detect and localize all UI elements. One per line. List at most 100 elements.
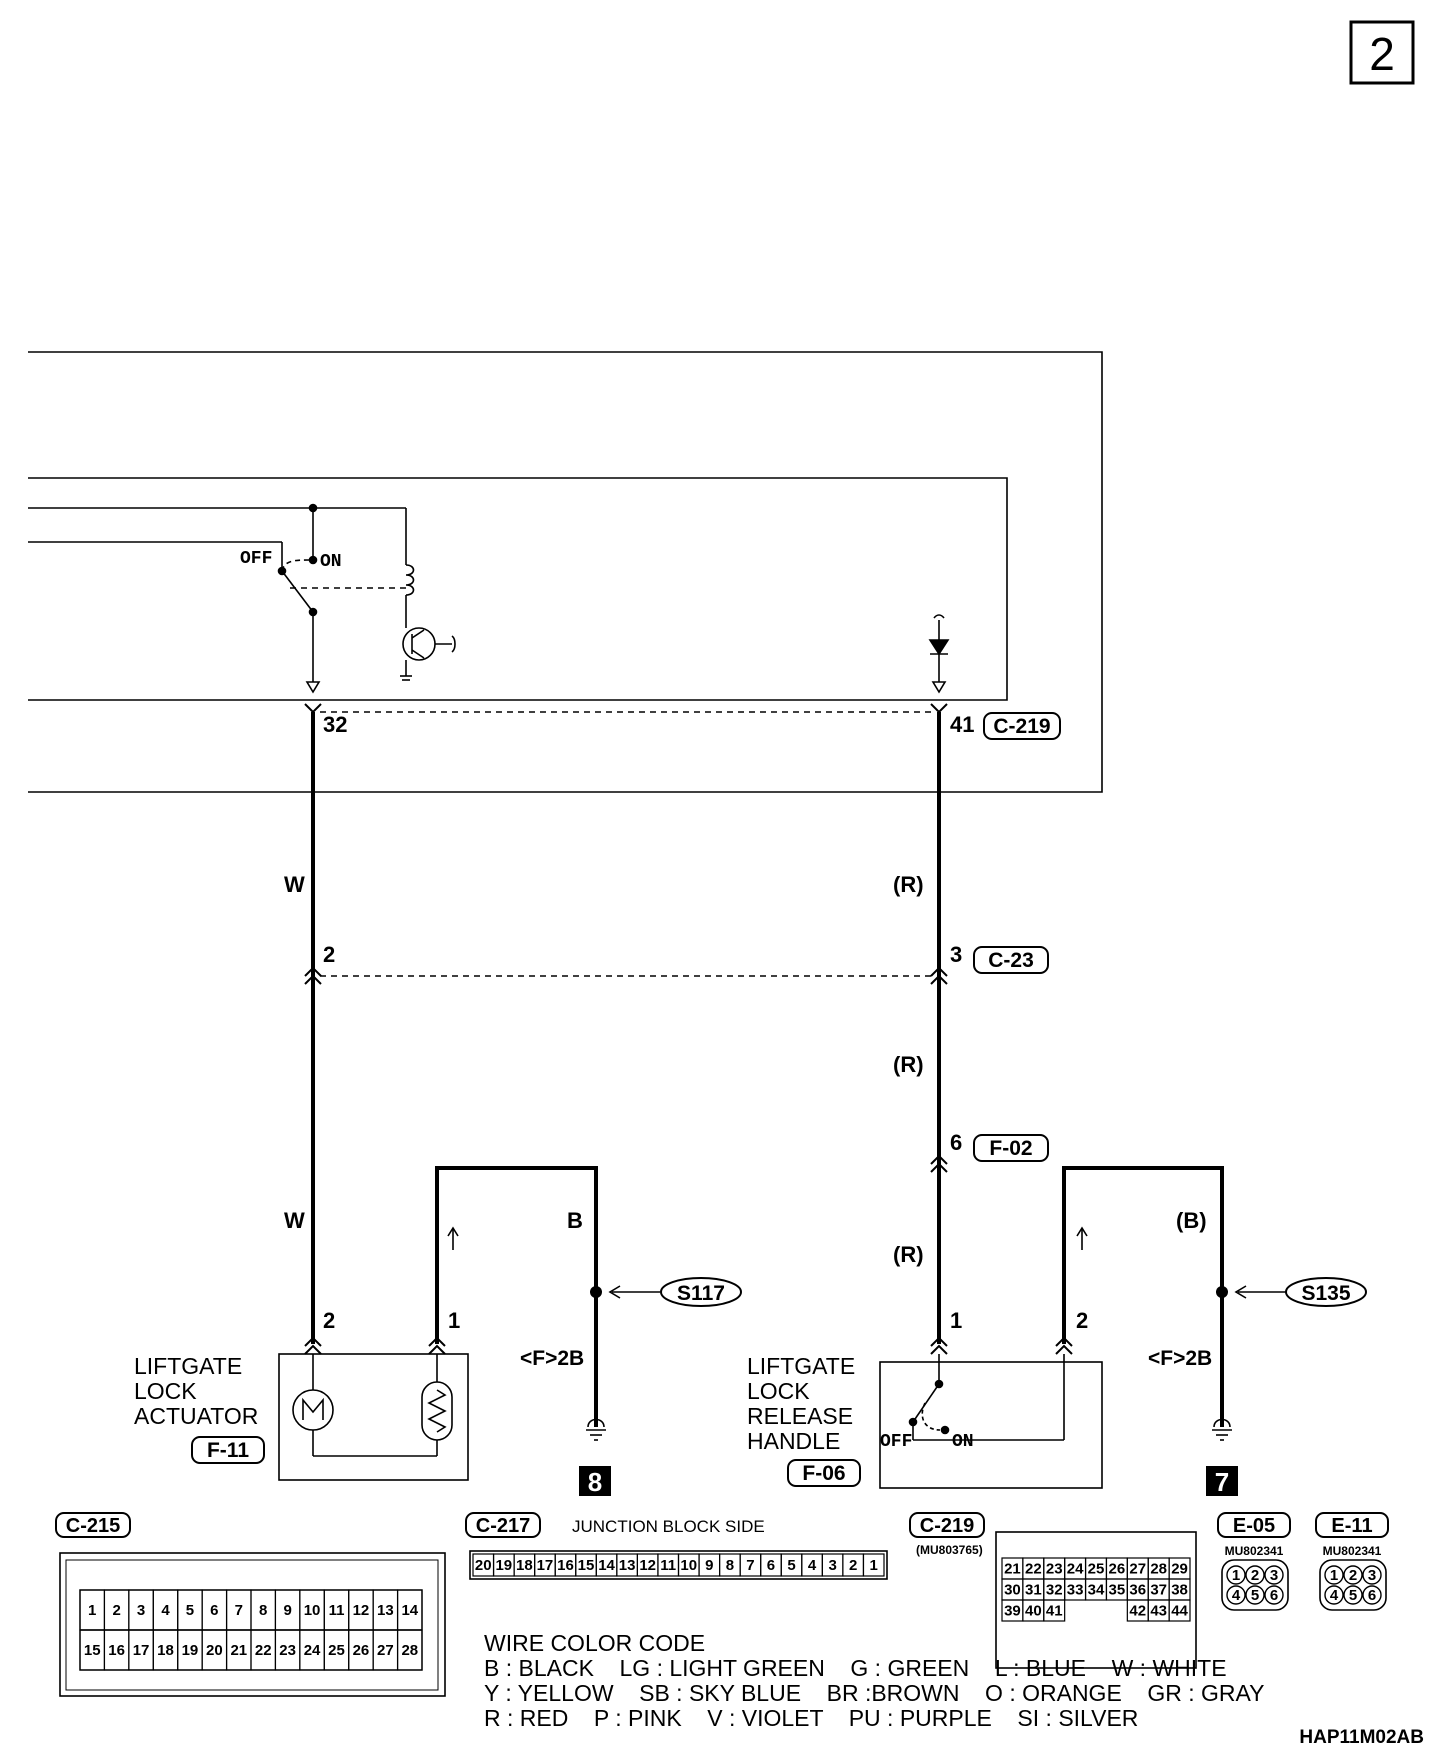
c219-pin-label: 40 xyxy=(1025,1603,1042,1620)
c219-pin-label: 23 xyxy=(1046,1561,1063,1578)
handle-label-line4: HANDLE xyxy=(747,1428,840,1454)
handle-switch-on-label: ON xyxy=(952,1432,974,1452)
c219-pin-label: 31 xyxy=(1025,1582,1042,1599)
c219-pin-label: 34 xyxy=(1088,1582,1105,1599)
wire-color-ground-left: B xyxy=(567,1208,583,1233)
c215-pin-label: 18 xyxy=(157,1642,174,1659)
c215-label: C-215 xyxy=(66,1515,120,1537)
ground-point-8-box xyxy=(579,1466,611,1496)
e05-label: E-05 xyxy=(1233,1515,1275,1537)
c215-pin-label: 7 xyxy=(235,1602,243,1619)
c215-pin-label: 21 xyxy=(230,1642,247,1659)
c215-pin-label: 4 xyxy=(161,1602,170,1619)
c215-pin-label: 17 xyxy=(133,1642,150,1659)
c217-pin-label: 3 xyxy=(828,1557,836,1574)
e11-cells-pin xyxy=(1324,1585,1344,1605)
wire-color-code-title: WIRE COLOR CODE xyxy=(484,1630,705,1656)
c215-pin-label: 12 xyxy=(353,1602,370,1619)
c217-pin-label: 11 xyxy=(660,1557,676,1574)
ecu-switch-off-label: OFF xyxy=(240,549,272,569)
page-number-box: 2 xyxy=(1349,20,1415,85)
wire-color-code-legend: WIRE COLOR CODE B : BLACK LG : LIGHT GRE… xyxy=(484,1630,1265,1731)
c217-pin-label: 2 xyxy=(849,1557,857,1574)
c219-pin-label: 26 xyxy=(1109,1561,1126,1578)
c219-pin-label: 28 xyxy=(1150,1561,1167,1578)
wire-color-code-line1: B : BLACK LG : LIGHT GREEN G : GREEN L :… xyxy=(484,1655,1227,1681)
liftgate-lock-actuator xyxy=(278,1353,469,1481)
c217-pin-label: 18 xyxy=(516,1557,533,1574)
handle-switch-off-label: OFF xyxy=(880,1432,912,1452)
pin-c219-41: 41 xyxy=(950,712,974,737)
splice-label-s117: S117 xyxy=(677,1282,725,1305)
c215-pin-cell xyxy=(396,1629,423,1671)
e05-cells-pin xyxy=(1245,1585,1265,1605)
e11-cells-pin-label: 6 xyxy=(1368,1587,1376,1604)
e11-cells-pin-label: 3 xyxy=(1368,1567,1376,1584)
c217-pin-cell xyxy=(862,1553,885,1577)
c217-pin-label: 17 xyxy=(537,1557,554,1574)
wire-color-right-3: (R) xyxy=(893,1242,924,1267)
e05-cells-pin xyxy=(1226,1585,1246,1605)
e11-cells-pin-label: 2 xyxy=(1349,1567,1357,1584)
e05-cells-pin-label: 5 xyxy=(1251,1587,1259,1604)
c219-pin-label: 38 xyxy=(1171,1582,1188,1599)
c215-pin-label: 27 xyxy=(377,1642,394,1659)
c217-pin-label: 1 xyxy=(870,1557,878,1574)
c219-pin-label: 33 xyxy=(1067,1582,1084,1599)
c219-pin-cell xyxy=(1043,1599,1066,1622)
c217-pin-label: 14 xyxy=(598,1557,615,1574)
c215-pin-label: 22 xyxy=(255,1642,272,1659)
ecu-internal-relay xyxy=(277,503,456,694)
c215-pin-label: 2 xyxy=(112,1602,120,1619)
e11-cells-pin xyxy=(1343,1565,1363,1585)
c219-part: (MU803765) xyxy=(916,1543,983,1557)
c215-pin-label: 9 xyxy=(283,1602,291,1619)
e05-cells-pin xyxy=(1226,1565,1246,1585)
figure-code: HAP11M02AB xyxy=(1299,1727,1424,1748)
handle-label-line2: LOCK xyxy=(747,1378,810,1404)
c219-pin-label: 37 xyxy=(1150,1582,1167,1599)
connector-tag-f02: F-02 xyxy=(989,1137,1032,1160)
pin-c23-2: 2 xyxy=(323,942,335,967)
c217-pin-label: 5 xyxy=(787,1557,795,1574)
c215-pin-label: 1 xyxy=(88,1602,96,1619)
c215-pin-label: 11 xyxy=(329,1602,345,1619)
ground-point-7: 7 xyxy=(1215,1467,1229,1497)
splice-tag-s117 xyxy=(660,1277,742,1307)
e11-cells-pin-label: 4 xyxy=(1330,1587,1339,1604)
c215-pin-label: 10 xyxy=(304,1602,321,1619)
actuator-label-line2: LOCK xyxy=(134,1378,197,1404)
e11-cells-pin-label: 5 xyxy=(1349,1587,1357,1604)
pin-actuator-2: 2 xyxy=(323,1308,335,1333)
ground-point-7-box xyxy=(1206,1466,1238,1496)
c217-pin-label: 10 xyxy=(680,1557,697,1574)
c219-label: C-219 xyxy=(920,1515,974,1537)
e11-cells-pin-label: 1 xyxy=(1330,1567,1338,1584)
pin-c219-32: 32 xyxy=(323,712,347,737)
liftgate-lock-release-handle xyxy=(879,1354,1103,1489)
wire-color-code-line3: R : RED P : PINK V : VIOLET PU : PURPLE … xyxy=(484,1705,1138,1731)
e05-cells-pin-label: 4 xyxy=(1232,1587,1241,1604)
e05-cells-pin-label: 6 xyxy=(1270,1587,1278,1604)
ecu-outline xyxy=(28,351,1103,793)
wire-color-right-2: (R) xyxy=(893,1052,924,1077)
c219-pin-label: 44 xyxy=(1171,1603,1188,1620)
c215-pin-label: 3 xyxy=(137,1602,145,1619)
ground-ref-right: <F>2B xyxy=(1148,1347,1212,1370)
c215-pin-label: 14 xyxy=(401,1602,418,1619)
e11-cells-pin xyxy=(1343,1585,1363,1605)
c215-pin-label: 23 xyxy=(279,1642,296,1659)
c219-pin-cell xyxy=(1168,1599,1191,1622)
actuator-label-line3: ACTUATOR xyxy=(134,1403,258,1429)
page-number: 2 xyxy=(1369,28,1395,80)
pin-c23-3: 3 xyxy=(950,942,962,967)
c215-pin-label: 15 xyxy=(84,1642,101,1659)
c217-label: C-217 xyxy=(476,1515,530,1537)
c217-pin-label: 20 xyxy=(475,1557,492,1574)
c219-pin-label: 41 xyxy=(1046,1603,1063,1620)
c215-pin-label: 25 xyxy=(328,1642,345,1659)
e05-cells-pin xyxy=(1264,1565,1284,1585)
